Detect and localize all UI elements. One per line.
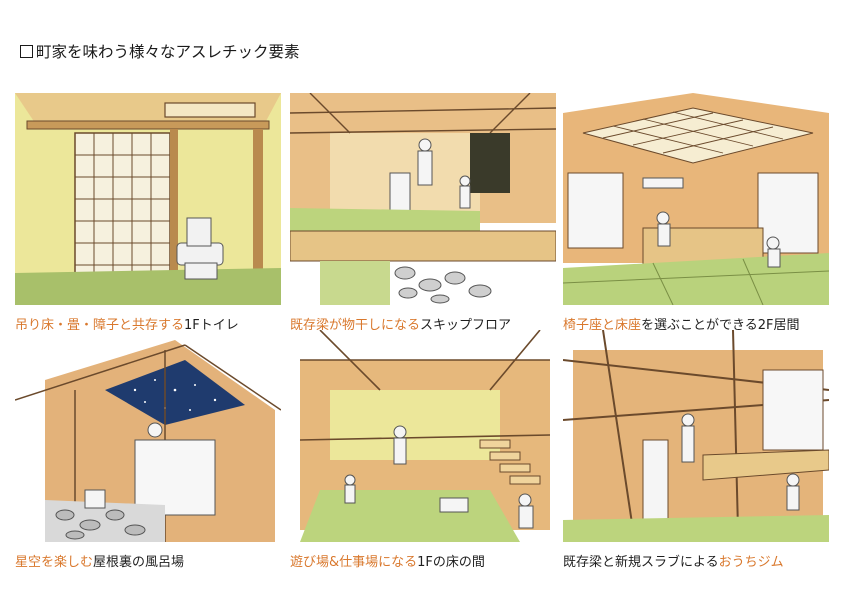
panel-caption: 吊り床・畳・障子と共存する1Fトイレ <box>15 318 239 333</box>
playroom-scene-illustration <box>290 330 556 542</box>
panel-caption: 遊び場&仕事場になる1Fの床の間 <box>290 555 485 570</box>
living-room-scene-illustration <box>563 93 829 305</box>
bath-scene-illustration <box>15 330 281 542</box>
panel-caption: 既存梁が物干しになるスキップフロア <box>290 318 512 333</box>
checkbox-square-icon <box>20 45 33 58</box>
panel-toilet: 吊り床・畳・障子と共存する1Fトイレ <box>15 93 281 333</box>
panel-playroom: 遊び場&仕事場になる1Fの床の間 <box>290 330 556 570</box>
toilet-scene-illustration <box>15 93 281 305</box>
skip-floor-scene-illustration <box>290 93 556 305</box>
panel-caption: 星空を楽しむ屋根裏の風呂場 <box>15 555 185 570</box>
panel-gym: 既存梁と新規スラブによるおうちジム <box>563 330 829 570</box>
page-title: 町家を味わう様々なアスレチック要素 <box>20 40 300 62</box>
panel-bath: 星空を楽しむ屋根裏の風呂場 <box>15 330 281 570</box>
panel-caption: 既存梁と新規スラブによるおうちジム <box>563 555 784 570</box>
gym-scene-illustration <box>563 330 829 542</box>
panel-skip-floor: 既存梁が物干しになるスキップフロア <box>290 93 556 333</box>
panel-living-room: 椅子座と床座を選ぶことができる2F居間 <box>563 93 829 333</box>
panel-caption: 椅子座と床座を選ぶことができる2F居間 <box>563 318 800 333</box>
